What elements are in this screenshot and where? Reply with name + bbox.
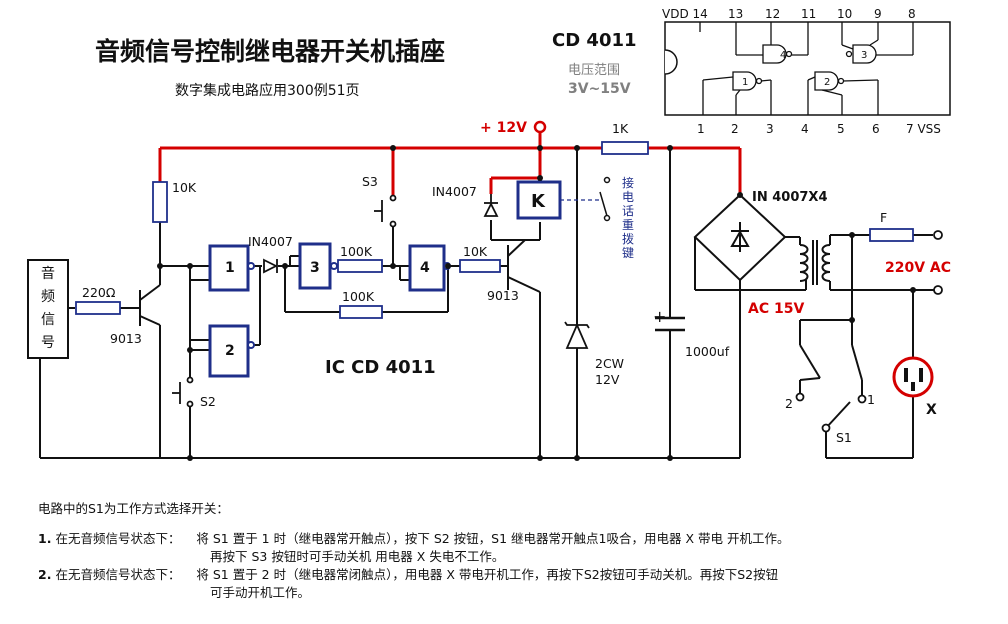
phone-key-char: 话 (622, 204, 634, 218)
gate-1-label: 1 (225, 260, 235, 276)
resistor-1k (601, 141, 649, 155)
ic-range-label: 电压范围 (568, 63, 620, 78)
label-bridge: IN 4007X4 (752, 190, 828, 205)
pin-11: 11 (801, 7, 816, 21)
svg-text:+: + (653, 307, 666, 326)
label-r-100k-a: 100K (340, 244, 373, 259)
notes-item-1-cont: 再按下 S3 按钮时可手动关机 用电器 X 失电不工作。 (210, 549, 505, 564)
label-r-100k-b: 100K (342, 289, 375, 304)
phone-key-char: 键 (622, 246, 634, 260)
supply-terminal (533, 120, 547, 134)
label-fuse: F (880, 210, 887, 225)
diode-1 (263, 258, 279, 274)
audio-source-box (27, 259, 69, 359)
circuit-diagram: 音频信号控制继电器开关机插座 数字集成电路应用300例51页 CD 4011 电… (27, 7, 951, 461)
label-r-1k: 1K (612, 121, 629, 136)
phone-key-char: 拨 (622, 232, 634, 246)
zener-diode (564, 321, 590, 349)
label-s1-pos1: 1 (867, 392, 875, 407)
supply-label: + 12V (480, 120, 527, 136)
notes-intro: 电路中的S1为工作方式选择开关： (38, 501, 229, 516)
pin-vdd: VDD 14 (662, 7, 708, 21)
label-zener: 2CW (595, 356, 624, 371)
subtitle: 数字集成电路应用300例51页 (175, 82, 360, 99)
outlet-socket (892, 356, 934, 398)
ic-range: 3V~15V (568, 81, 631, 97)
label-r-in: 220Ω (82, 285, 116, 300)
resistor-10k-a (152, 181, 168, 223)
label-d2: IN4007 (432, 184, 477, 199)
notes: 电路中的S1为工作方式选择开关： 1. 在无音频信号状态下： 将 S1 置于 1… (38, 500, 998, 602)
mini-gate-4: 4 (780, 50, 786, 61)
label-ac15: AC 15V (748, 301, 804, 317)
label-cap: 1000uf (685, 344, 730, 359)
notes-item-2: 2. 在无音频信号状态下： 将 S1 置于 2 时（继电器常闭触点），用电器 X… (38, 567, 779, 582)
gate-3-label: 3 (310, 260, 320, 276)
resistor-10k-b (459, 259, 501, 273)
pin-5: 5 (837, 122, 845, 136)
pin-3: 3 (766, 122, 774, 136)
pin-13: 13 (728, 7, 743, 21)
label-load: X (926, 402, 937, 418)
pin-10: 10 (837, 7, 852, 21)
resistors (75, 141, 649, 319)
transistor-1 (139, 284, 161, 326)
wiring (39, 148, 938, 459)
resistor-100k-a (337, 259, 383, 273)
fuse (869, 228, 914, 242)
label-d1: IN4007 (248, 234, 293, 249)
diode-2 (483, 194, 499, 217)
label-ac220: 220V AC (885, 260, 951, 276)
mini-gate-1: 1 (742, 77, 748, 88)
label-s1: S1 (836, 430, 852, 445)
capacitor (655, 316, 685, 332)
ic-pinout: CD 4011 电压范围 3V~15V VDD 14 13 12 11 10 9… (552, 7, 951, 136)
resistor-220 (75, 301, 121, 315)
switch-s3[interactable] (374, 194, 397, 228)
pin-6: 6 (872, 122, 880, 136)
gate-1 (208, 244, 250, 292)
switch-s2[interactable] (172, 376, 194, 408)
pin-1: 1 (697, 122, 705, 136)
pin-vss: 7 VSS (906, 122, 941, 136)
phone-key-char: 重 (622, 218, 634, 232)
notes-item-2-cont: 可手动开机工作。 (210, 585, 311, 600)
label-ic-center: IC CD 4011 (325, 357, 436, 378)
relay-contact (599, 176, 611, 222)
pin-9: 9 (874, 7, 882, 21)
phone-key-char: 电 (622, 190, 634, 204)
gate-2-label: 2 (225, 343, 235, 359)
label-s3: S3 (362, 174, 378, 189)
gate-2 (208, 324, 250, 378)
title: 音频信号控制继电器开关机插座 (95, 37, 445, 66)
label-zener-v: 12V (595, 372, 620, 387)
bridge-rectifier (693, 193, 787, 282)
ic-name: CD 4011 (552, 30, 637, 51)
label-r-10k-a: 10K (172, 180, 197, 195)
transformer (799, 235, 831, 290)
phone-key-char: 接 (622, 175, 634, 190)
relay-label: K (531, 191, 546, 212)
mini-gate-3: 3 (861, 50, 867, 61)
label-s2: S2 (200, 394, 216, 409)
label-t1: 9013 (110, 331, 142, 346)
pin-8: 8 (908, 7, 916, 21)
resistor-100k-b (339, 305, 383, 319)
pin-4: 4 (801, 122, 809, 136)
audio-source-label: 音频信号 (41, 265, 55, 351)
label-s1-pos2: 2 (785, 396, 793, 411)
pin-2: 2 (731, 122, 739, 136)
gate-4-label: 4 (420, 260, 430, 276)
notes-item-1: 1. 在无音频信号状态下： 将 S1 置于 1 时（继电器常开触点），按下 S2… (38, 531, 790, 546)
mini-gate-2: 2 (824, 77, 830, 88)
label-r-10k-b: 10K (463, 244, 488, 259)
pin-12: 12 (765, 7, 780, 21)
label-t2: 9013 (487, 288, 519, 303)
